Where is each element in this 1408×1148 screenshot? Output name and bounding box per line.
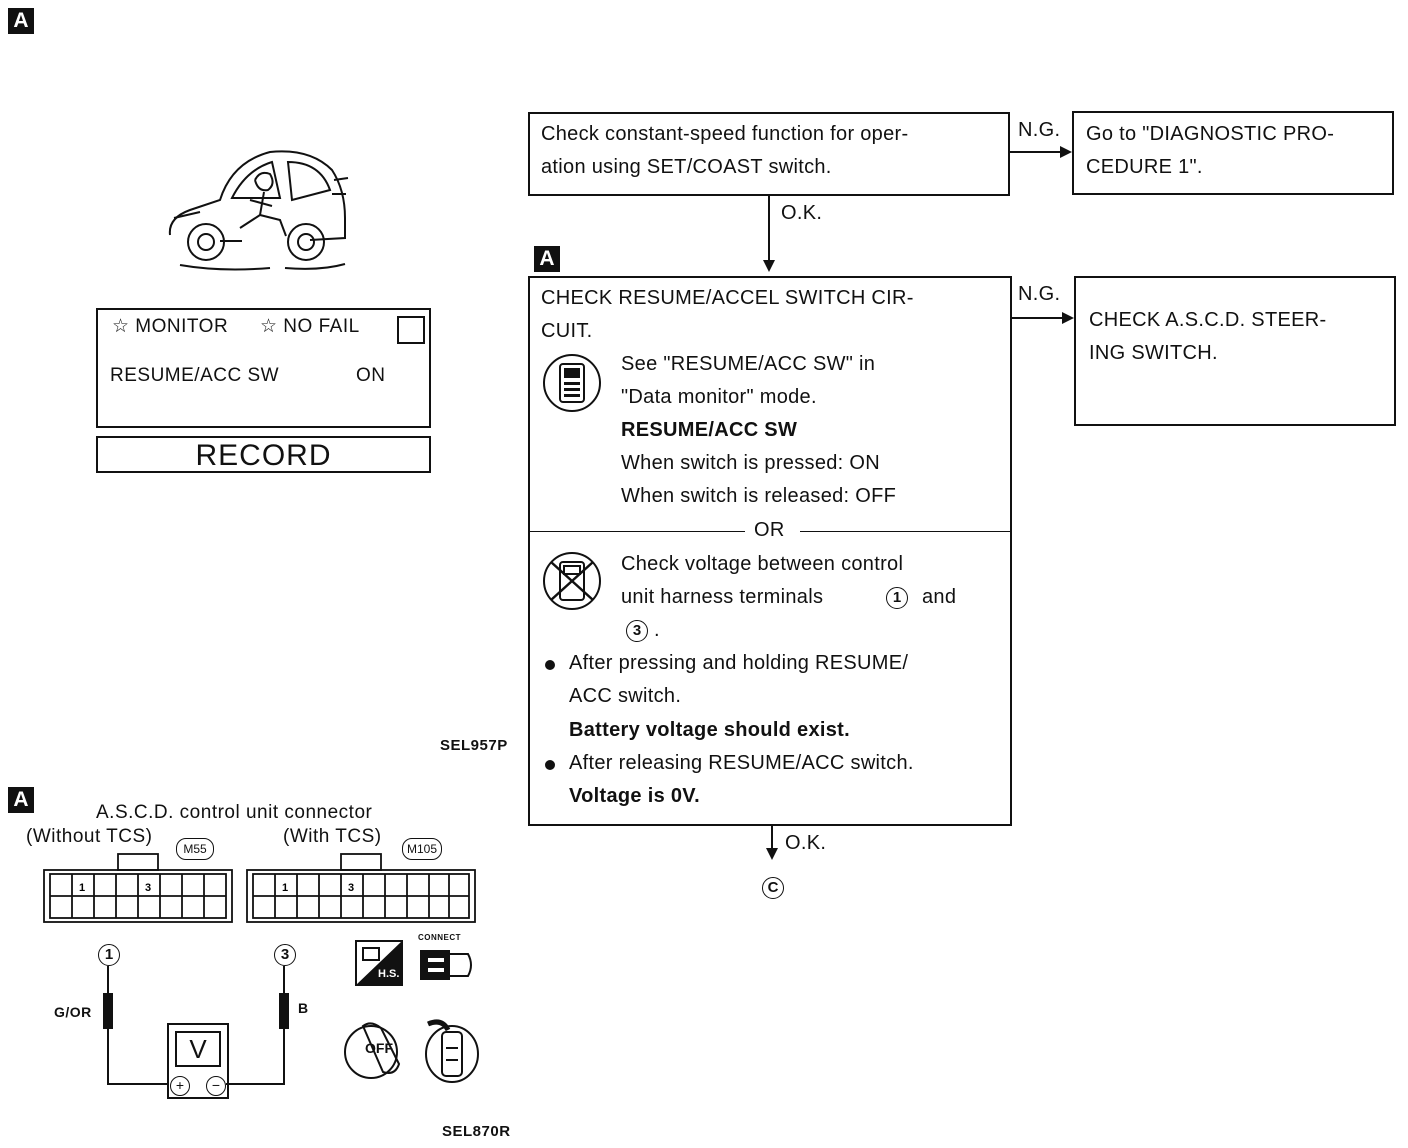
and-text: and — [922, 586, 957, 608]
consult-line2: "Data monitor" mode. — [621, 386, 817, 408]
probe-terminal-1: 1 — [98, 944, 120, 966]
switch-released-spec: When switch is released: OFF — [621, 485, 897, 507]
harness-side-icon — [355, 940, 403, 986]
bullet1-line1: After pressing and holding RESUME/ — [569, 652, 909, 674]
bullet2-line1: After releasing RESUME/ACC switch. — [569, 752, 914, 774]
connector-code-left: M55 — [176, 838, 214, 860]
bullet1-result: Battery voltage should exist. — [569, 719, 850, 741]
right-connector-pin-3: 3 — [348, 882, 354, 894]
step1-box — [528, 112, 1010, 196]
step2-ng-line2: ING SWITCH. — [1089, 342, 1218, 364]
connector-left-label: (Without TCS) — [26, 826, 153, 847]
or-divider-right — [800, 531, 1010, 532]
connector-without-tcs: 1 3 — [43, 853, 233, 923]
car-driver-illustration — [168, 150, 349, 271]
monitor-item-name: RESUME/ACC SW — [110, 365, 280, 386]
wire-color-b: B — [298, 1000, 309, 1016]
step1-ok-label: O.K. — [781, 202, 823, 224]
voltmeter-plus: + — [170, 1076, 190, 1096]
wire-color-g-or: G/OR — [54, 1004, 92, 1020]
connector-with-tcs: 1 3 — [246, 853, 476, 923]
section-tag-bottom-left: A — [8, 787, 34, 813]
connector-code-right: M105 — [402, 838, 442, 860]
step1-ng-line1: Go to "DIAGNOSTIC PRO- — [1086, 123, 1335, 145]
left-connector-pin-1: 1 — [79, 882, 85, 894]
figure-code-top: SEL957P — [440, 737, 508, 754]
right-connector-pin-1: 1 — [282, 882, 288, 894]
connect-icon — [420, 950, 472, 980]
or-label: OR — [754, 519, 785, 541]
ignition-off-icon — [344, 1022, 401, 1079]
step1-ng-box — [1072, 111, 1394, 195]
step2-ok-arrow — [766, 826, 778, 860]
step1-line1: Check constant-speed function for oper- — [541, 123, 909, 145]
step2-ng-box — [1074, 276, 1396, 426]
section-tag-top-left: A — [8, 8, 34, 34]
bullet-dot-2 — [545, 760, 555, 770]
voltmeter-wiring — [103, 966, 289, 1099]
switch-press-icon — [425, 1019, 479, 1083]
harness-side-label: H.S. — [378, 968, 400, 980]
step1-ng-label: N.G. — [1018, 119, 1061, 141]
monitor-item-value: ON — [356, 365, 386, 386]
step1-ng-arrow — [1010, 146, 1072, 158]
voltmeter-v: V — [189, 1034, 207, 1064]
next-step-c-circle: C — [762, 877, 784, 899]
step2-ng-label: N.G. — [1018, 283, 1061, 305]
voltage-check-line1: Check voltage between control — [621, 553, 904, 575]
no-fail-header: ☆ NO FAIL — [260, 316, 360, 337]
record-button[interactable]: RECORD — [96, 436, 431, 473]
step1-line2: ation using SET/COAST switch. — [541, 156, 832, 178]
consult-monitor-screen — [96, 308, 431, 428]
connect-label: CONNECT — [418, 933, 462, 942]
connector-title: A.S.C.D. control unit connector — [96, 802, 373, 823]
monitor-checkbox[interactable] — [397, 316, 425, 344]
left-connector-pin-3: 3 — [145, 882, 151, 894]
or-divider-left — [530, 531, 745, 532]
no-consult-icon — [543, 552, 601, 610]
consult-item: RESUME/ACC SW — [621, 419, 798, 441]
bullet2-result: Voltage is 0V. — [569, 785, 700, 807]
period-text: . — [654, 619, 660, 641]
voltmeter-minus: − — [206, 1076, 226, 1096]
ignition-off-label: OFF — [365, 1040, 393, 1056]
voltage-check-line2: unit harness terminals — [621, 586, 824, 608]
monitor-header: ☆ MONITOR — [112, 316, 229, 337]
figure-code-bottom: SEL870R — [442, 1123, 511, 1140]
switch-pressed-spec: When switch is pressed: ON — [621, 452, 880, 474]
step2-title-line2: CUIT. — [541, 320, 593, 342]
terminal-3-circle: 3 — [626, 620, 648, 642]
bullet1-line2: ACC switch. — [569, 685, 682, 707]
step2-ng-line1: CHECK A.S.C.D. STEER- — [1089, 309, 1327, 331]
terminal-1-circle: 1 — [886, 587, 908, 609]
consult-tester-icon — [543, 354, 601, 412]
step1-ok-arrow — [763, 196, 775, 272]
step2-ok-label: O.K. — [785, 832, 827, 854]
step2-box — [528, 276, 1012, 826]
step2-title-line1: CHECK RESUME/ACCEL SWITCH CIR- — [541, 287, 914, 309]
step2-ng-arrow — [1012, 312, 1074, 324]
step1-ng-line2: CEDURE 1". — [1086, 156, 1203, 178]
probe-terminal-3: 3 — [274, 944, 296, 966]
section-tag-step2: A — [534, 246, 560, 272]
connector-right-label: (With TCS) — [283, 826, 382, 847]
consult-line1: See "RESUME/ACC SW" in — [621, 353, 876, 375]
bullet-dot-1 — [545, 660, 555, 670]
